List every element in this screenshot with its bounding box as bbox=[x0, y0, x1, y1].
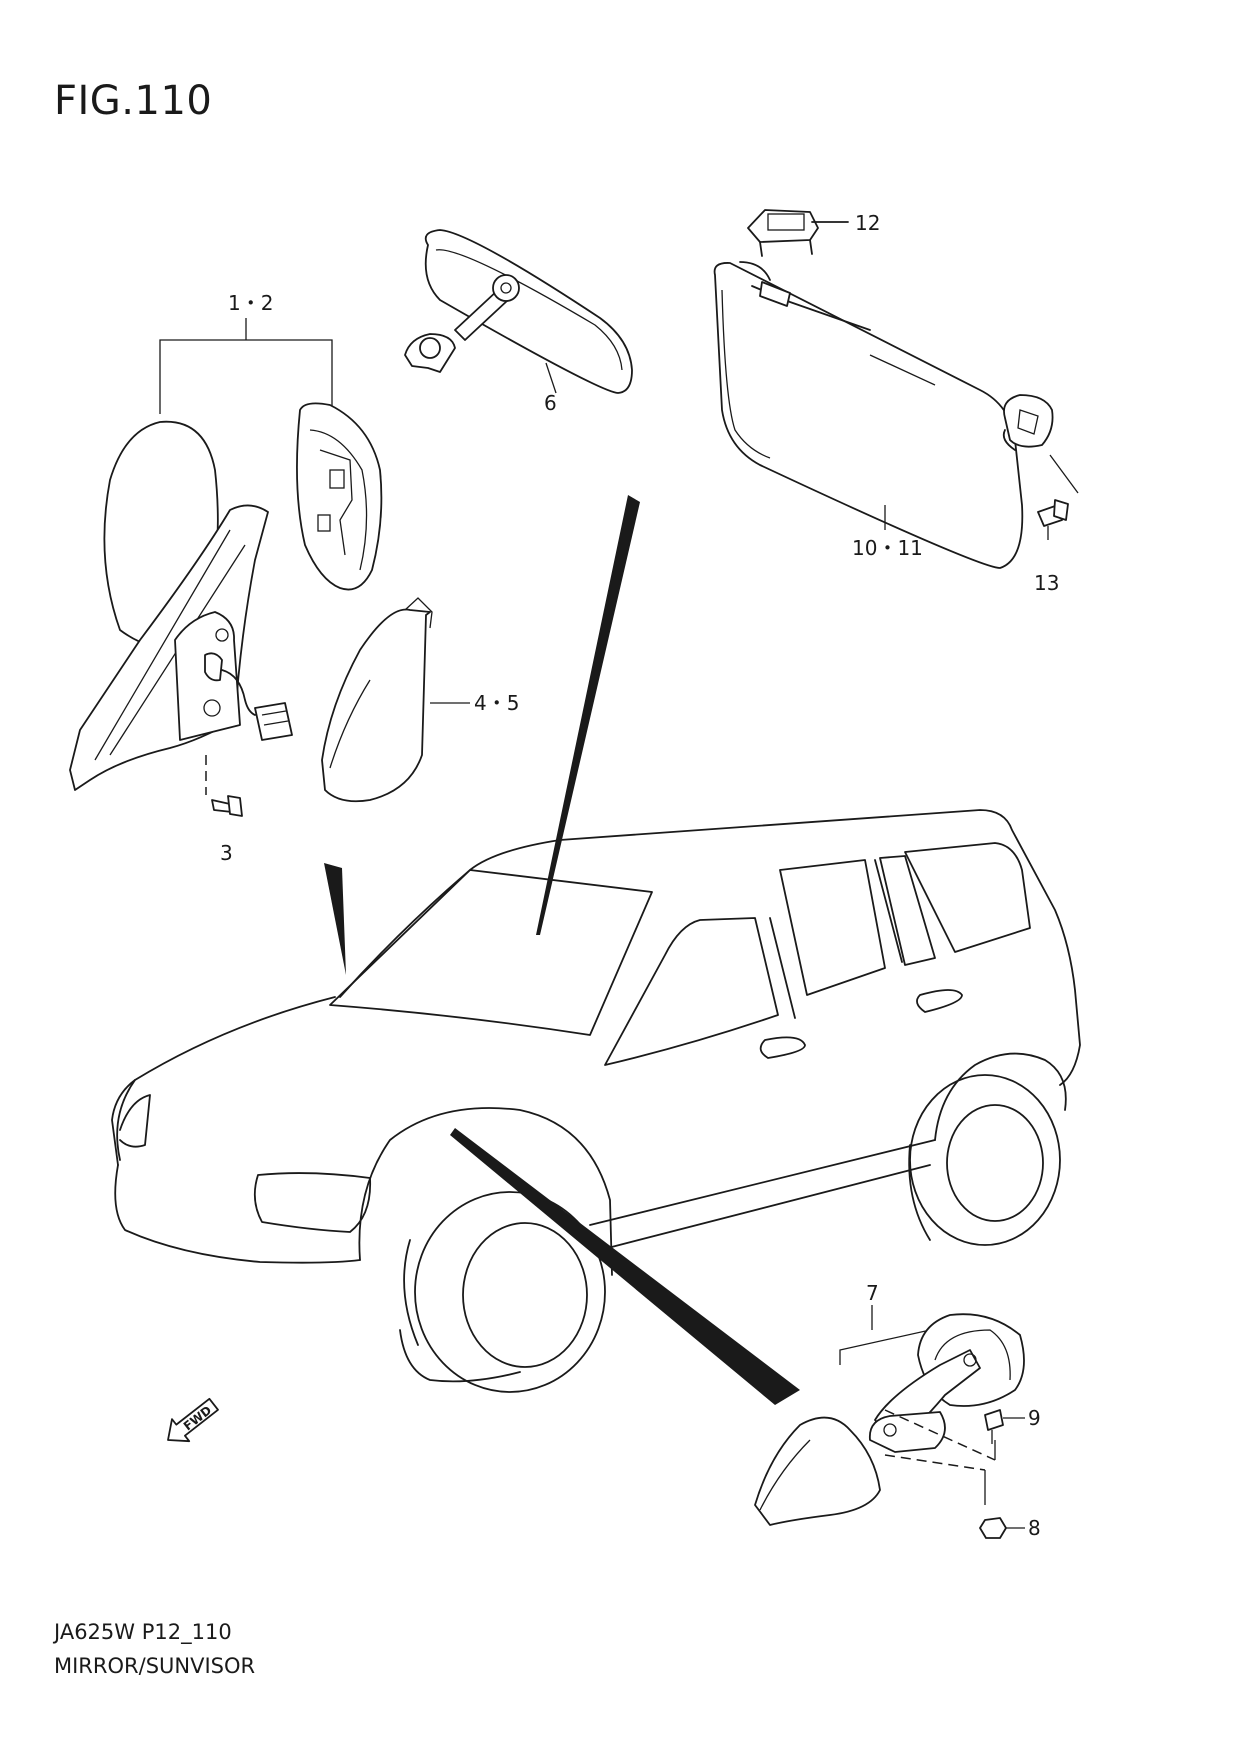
callout-6: 6 bbox=[544, 391, 557, 415]
door-mirror-assembly-right bbox=[754, 1305, 1025, 1539]
callout-12: 12 bbox=[855, 211, 880, 235]
inside-rearview-mirror bbox=[404, 229, 633, 394]
figure-name: MIRROR/SUNVISOR bbox=[54, 1654, 256, 1678]
sunvisor bbox=[713, 261, 1079, 569]
callout-7: 7 bbox=[866, 1281, 879, 1305]
figure-code: JA625W P12_110 bbox=[54, 1620, 232, 1644]
pointer-wedge-left-mirror bbox=[324, 863, 346, 975]
figure-title: FIG.110 bbox=[54, 78, 213, 124]
callout-3: 3 bbox=[220, 841, 233, 865]
vehicle-outline bbox=[111, 809, 1081, 1393]
callout-1-2: 1・2 bbox=[228, 291, 273, 315]
sunvisor-holder bbox=[747, 209, 849, 257]
pointer-wedge-right-mirror bbox=[450, 1128, 800, 1405]
door-mirror-assembly-left bbox=[69, 318, 383, 817]
fwd-arrow: FWD bbox=[167, 1397, 219, 1443]
callout-8: 8 bbox=[1028, 1516, 1041, 1540]
callout-4-5: 4・5 bbox=[474, 691, 519, 715]
mirror-garnish bbox=[321, 597, 470, 803]
callout-10-11: 10・11 bbox=[852, 536, 923, 560]
callout-9: 9 bbox=[1028, 1406, 1041, 1430]
callout-13: 13 bbox=[1034, 571, 1059, 595]
pointer-wedge-windshield bbox=[536, 495, 640, 935]
